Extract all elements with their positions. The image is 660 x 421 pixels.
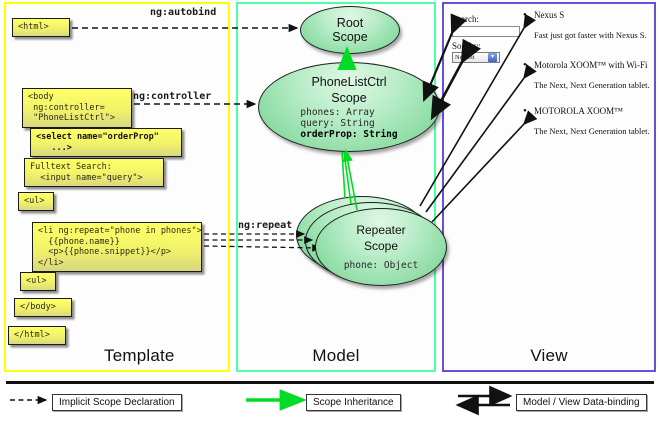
- bullet-icon: •: [523, 105, 527, 117]
- repeater-scope-node: Repeater Scope phone: Object: [315, 208, 447, 286]
- code-block-body: <body ng:controller= "PhoneListCtrl">: [22, 88, 132, 128]
- code-block-html: <html>: [12, 18, 70, 37]
- root-scope-title-2: Scope: [332, 30, 368, 44]
- panel-template-label: Template: [104, 346, 175, 365]
- view-sort-selected-value: Newest: [455, 54, 475, 61]
- legend-item-model-view-data-binding: Model / View Data-binding: [516, 394, 647, 411]
- panel-view-label: View: [530, 346, 568, 365]
- view-phone-snippet-0: Fast just got faster with Nexus S.: [534, 30, 647, 40]
- chevron-down-icon: ▾: [488, 53, 497, 62]
- ctrl-scope-prop-orderprop: orderProp: String: [300, 128, 398, 140]
- code-block-html-close: </html>: [8, 326, 66, 345]
- ctrl-scope-prop-phones: phones: Array: [300, 106, 375, 118]
- code-block-body-close: </body>: [14, 298, 72, 317]
- legend-item-scope-inheritance: Scope Inheritance: [306, 394, 401, 411]
- view-phone-snippet-2: The Next, Next Generation tablet.: [534, 126, 650, 136]
- ctrl-scope-prop-query: query: String: [300, 117, 375, 129]
- ctrl-scope-title-2: Scope: [331, 90, 367, 105]
- view-search-input[interactable]: [452, 26, 520, 37]
- code-block-ul-close: <ul>: [20, 272, 56, 291]
- repeater-scope-prop-phone: phone: Object: [343, 259, 419, 271]
- view-phone-name-2: • MOTOROLA XOOM™: [523, 105, 623, 117]
- ctrl-scope-title-1: PhoneListCtrl: [311, 74, 387, 89]
- code-block-li-repeat: <li ng:repeat="phone in phones"> {{phone…: [32, 222, 202, 272]
- panel-model: Model: [236, 2, 436, 372]
- repeater-scope-title-1: Repeater: [356, 222, 406, 237]
- root-scope-title-1: Root: [336, 16, 364, 30]
- view-sort-label: Sort by:: [452, 41, 481, 51]
- code-block-select: <select name="orderProp" ...>: [30, 128, 182, 157]
- root-scope-node: Root Scope: [300, 6, 400, 54]
- repeater-scope-title-2: Scope: [363, 239, 399, 253]
- view-phone-name-1: • Motorola XOOM™ with Wi-Fi: [523, 59, 648, 71]
- code-block-search: Fulltext Search: <input name="query">: [24, 158, 164, 187]
- view-phone-name-0: • Nexus S: [523, 9, 565, 21]
- code-block-ul-open: <ul>: [18, 192, 54, 211]
- panel-model-label: Model: [312, 346, 360, 365]
- panel-template: Template: [4, 2, 230, 372]
- bullet-icon: •: [523, 9, 527, 21]
- bullet-icon: •: [523, 59, 527, 71]
- legend-item-implicit-scope-declaration: Implicit Scope Declaration: [52, 394, 182, 411]
- phonelistctrl-scope-node: PhoneListCtrl Scope phones: Array query:…: [258, 62, 440, 152]
- view-sort-select[interactable]: Newest ▾: [452, 52, 500, 63]
- legend-divider: [6, 381, 654, 384]
- view-phone-snippet-1: The Next, Next Generation tablet.: [534, 80, 650, 90]
- view-search-label: Search:: [452, 14, 479, 24]
